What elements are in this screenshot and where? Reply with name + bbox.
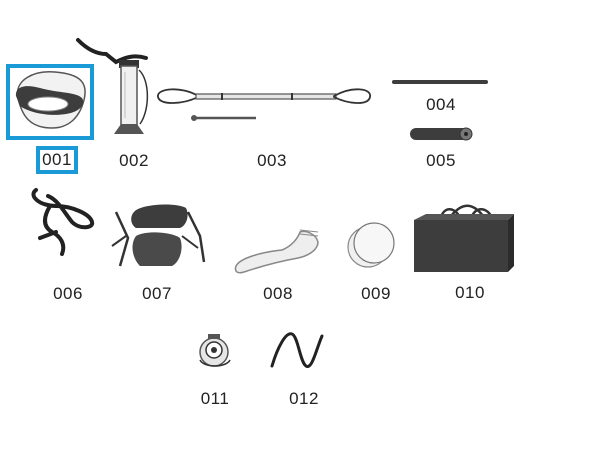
part-011-valve-image[interactable]: [199, 334, 231, 367]
part-label-006[interactable]: 006: [53, 284, 83, 303]
part-002-hand-pump-image[interactable]: [76, 38, 149, 134]
part-010-carry-bag-image[interactable]: [414, 204, 514, 272]
part-012-cord-image[interactable]: [270, 332, 324, 368]
part-001-seat-pad-image[interactable]: [15, 71, 86, 129]
part-007-seat-backrest-image[interactable]: [111, 204, 206, 267]
part-label-008[interactable]: 008: [263, 284, 293, 303]
part-label-001[interactable]: 001: [42, 150, 72, 169]
selected-part-label-frame: [36, 146, 78, 174]
part-label-011[interactable]: 011: [200, 389, 230, 408]
part-label-012[interactable]: 012: [289, 389, 319, 408]
part-009-repair-patches-image[interactable]: [347, 222, 395, 268]
part-label-005[interactable]: 005: [426, 151, 456, 170]
part-label-010[interactable]: 010: [455, 283, 485, 302]
part-006-coiled-strap-image[interactable]: [31, 188, 95, 256]
part-008-fin-image[interactable]: [234, 229, 319, 274]
part-003-bungee-cord-image[interactable]: [157, 88, 371, 121]
part-label-003[interactable]: 003: [257, 151, 287, 170]
part-label-009[interactable]: 009: [361, 284, 391, 303]
selected-part-image-frame: [6, 64, 94, 140]
part-005-rolled-mat-image[interactable]: [410, 127, 473, 141]
part-label-004[interactable]: 004: [426, 95, 456, 114]
part-label-002[interactable]: 002: [119, 151, 149, 170]
part-label-007[interactable]: 007: [142, 284, 172, 303]
